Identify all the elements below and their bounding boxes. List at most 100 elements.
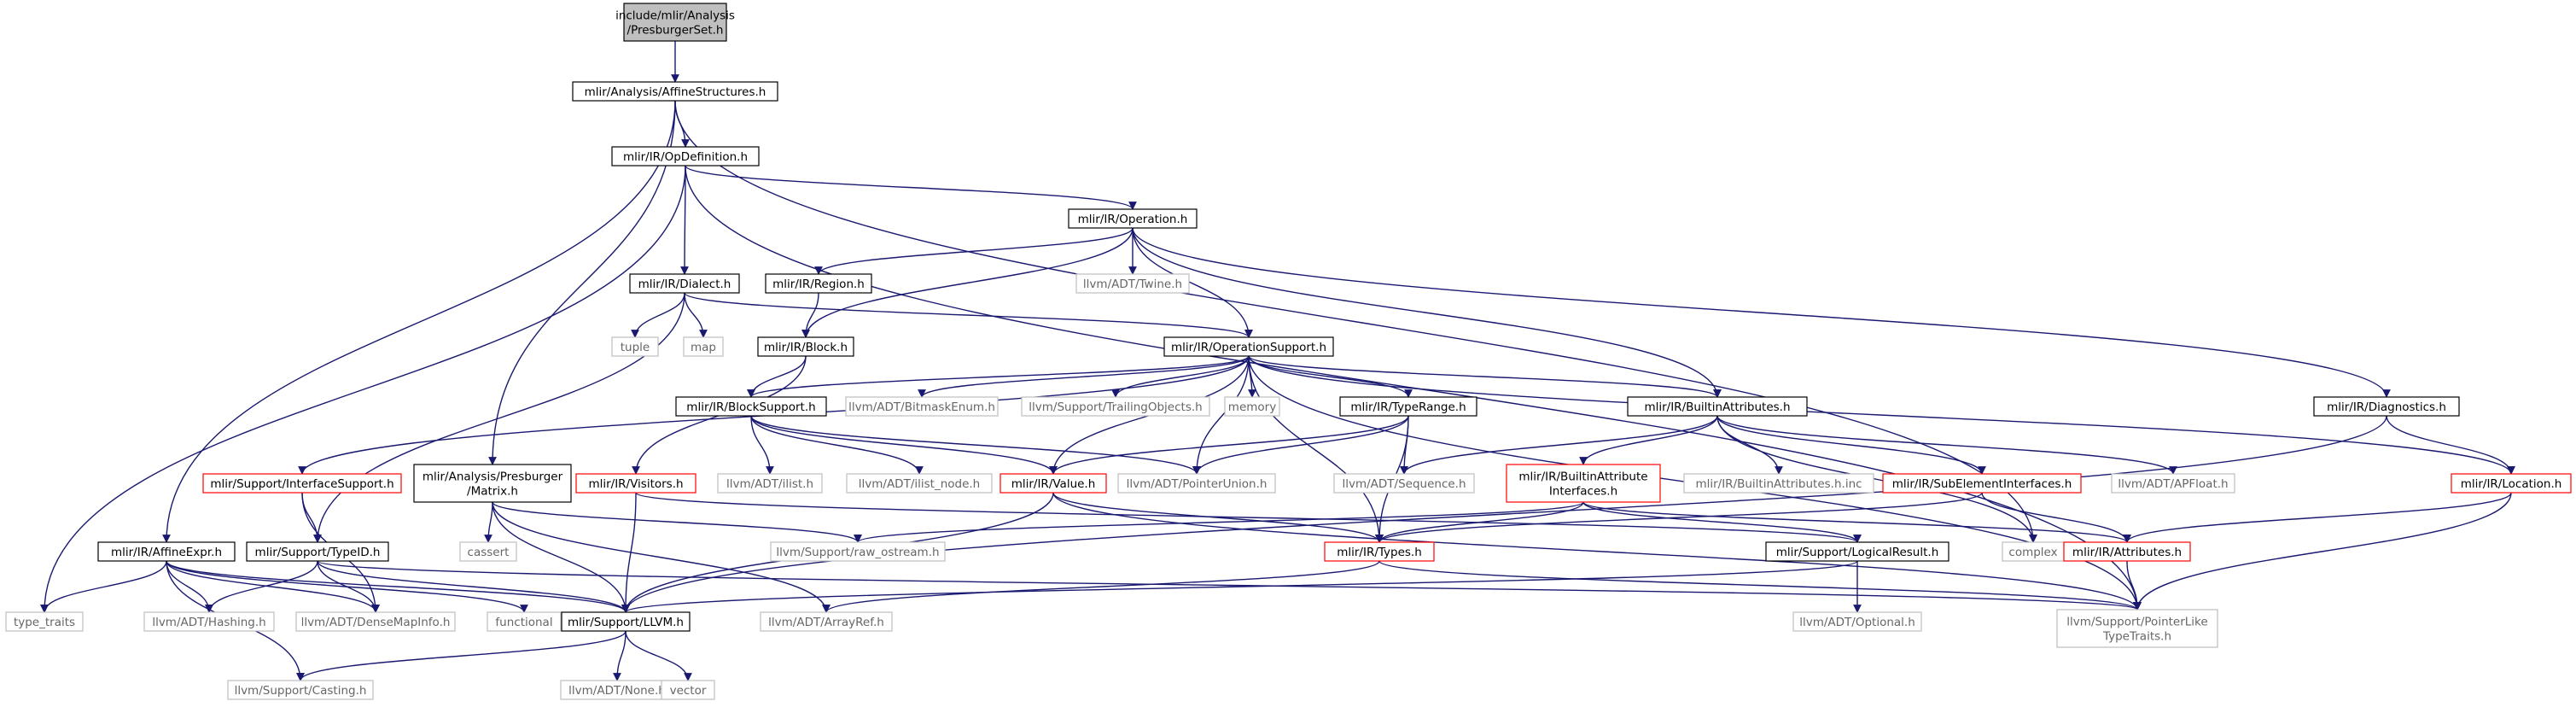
node-matrix[interactable]: mlir/Analysis/Presburger/Matrix.h [413, 464, 572, 503]
node-label-subelementinterfaces: mlir/IR/SubElementInterfaces.h [1892, 477, 2072, 491]
node-blocksupport[interactable]: mlir/IR/BlockSupport.h [675, 396, 827, 417]
edge-builtinattrinterfaces-to-rawostream [854, 501, 1584, 543]
edge-location-to-pointerliketypetraits [2133, 492, 2512, 611]
node-affinestructures[interactable]: mlir/Analysis/AffineStructures.h [572, 81, 778, 102]
node-block[interactable]: mlir/IR/Block.h [757, 336, 854, 357]
node-label-ilist: llvm/ADT/ilist.h [726, 477, 813, 491]
node-presburgerset[interactable]: include/mlir/Analysis/PresburgerSet.h [615, 3, 735, 42]
node-functional[interactable]: functional [487, 611, 562, 632]
node-optional[interactable]: llvm/ADT/Optional.h [1792, 611, 1922, 632]
node-builtinattrs[interactable]: mlir/IR/BuiltinAttributes.h [1627, 396, 1808, 417]
node-ilist[interactable]: llvm/ADT/ilist.h [717, 473, 823, 494]
node-densemapinfo[interactable]: llvm/ADT/DenseMapInfo.h [295, 611, 456, 632]
node-memory[interactable]: memory [1224, 396, 1280, 417]
node-ilistnode[interactable]: llvm/ADT/ilist_node.h [846, 473, 993, 494]
node-box-block [757, 336, 854, 357]
node-logicalresult[interactable]: mlir/Support/LogicalResult.h [1765, 541, 1949, 562]
node-cassert[interactable]: cassert [459, 541, 517, 562]
node-box-attributes [2063, 541, 2191, 562]
node-box-pointerliketypetraits [2056, 609, 2218, 648]
node-trailingobjects[interactable]: llvm/Support/TrailingObjects.h [1021, 396, 1210, 417]
node-casting[interactable]: llvm/Support/Casting.h [227, 680, 374, 700]
edge-builtinattrs-to-apfloat [1716, 415, 2177, 475]
node-operation[interactable]: mlir/IR/Operation.h [1068, 208, 1198, 229]
node-map[interactable]: map [683, 336, 724, 357]
node-label-bitmaskenum: llvm/ADT/BitmaskEnum.h [848, 400, 995, 414]
node-label-presburgerset: /PresburgerSet.h [627, 24, 724, 38]
node-types[interactable]: mlir/IR/Types.h [1324, 541, 1435, 562]
node-builtinattrsinc[interactable]: mlir/IR/BuiltinAttributes.h.inc [1683, 473, 1874, 494]
edge-dialect-to-tuple [631, 292, 685, 338]
node-label-presburgerset: include/mlir/Analysis [615, 9, 735, 23]
node-rawostream[interactable]: llvm/Support/raw_ostream.h [770, 541, 946, 562]
node-box-llvm [561, 611, 691, 632]
node-box-tuple [611, 336, 659, 357]
node-pointerunion[interactable]: llvm/ADT/PointerUnion.h [1117, 473, 1276, 494]
edge-affinestructures-to-matrix [488, 100, 676, 465]
edge-blocksupport-to-ilist [750, 415, 774, 475]
node-label-rawostream: llvm/Support/raw_ostream.h [776, 546, 939, 559]
node-vector[interactable]: vector [661, 680, 715, 700]
node-typerange[interactable]: mlir/IR/TypeRange.h [1339, 396, 1477, 417]
edge-opsupport-to-location [1248, 355, 2515, 475]
edge-attributes-to-pointerliketypetraits [2126, 560, 2142, 611]
node-tuple[interactable]: tuple [611, 336, 659, 357]
edge-opdefinition-to-operation [685, 165, 1137, 210]
node-dialect[interactable]: mlir/IR/Dialect.h [629, 273, 740, 294]
node-complex[interactable]: complex [2002, 541, 2065, 562]
node-visitors[interactable]: mlir/IR/Visitors.h [575, 473, 696, 494]
node-opsupport[interactable]: mlir/IR/OperationSupport.h [1163, 336, 1334, 357]
node-label-value: mlir/IR/Value.h [1011, 477, 1096, 491]
edge-affineexpr-to-densemapinfo [166, 560, 380, 613]
node-none[interactable]: llvm/ADT/None.h [560, 680, 674, 700]
edge-types-to-pointerliketypetraits [1378, 560, 2142, 611]
node-subelementinterfaces[interactable]: mlir/IR/SubElementInterfaces.h [1882, 473, 2082, 494]
node-box-dialect [629, 273, 740, 294]
node-attributes[interactable]: mlir/IR/Attributes.h [2063, 541, 2191, 562]
node-sequence[interactable]: llvm/ADT/Sequence.h [1333, 473, 1475, 494]
edge-matrix-to-cassert [484, 501, 493, 543]
node-box-cassert [459, 541, 517, 562]
node-opdefinition[interactable]: mlir/IR/OpDefinition.h [611, 146, 760, 167]
node-box-diagnostics [2313, 396, 2460, 417]
node-bitmaskenum[interactable]: llvm/ADT/BitmaskEnum.h [845, 396, 999, 417]
node-region[interactable]: mlir/IR/Region.h [765, 273, 872, 294]
edge-logicalresult-to-llvm [621, 560, 1858, 613]
edge-affineexpr-to-llvm [166, 560, 630, 613]
node-affineexpr[interactable]: mlir/IR/AffineExpr.h [97, 541, 236, 562]
node-typeid[interactable]: mlir/Support/TypeID.h [246, 541, 389, 562]
edge-typeid-to-densemapinfo [317, 560, 380, 613]
node-arrayref[interactable]: llvm/ADT/ArrayRef.h [760, 611, 893, 632]
node-label-sequence: llvm/ADT/Sequence.h [1342, 477, 1466, 491]
node-hashing[interactable]: llvm/ADT/Hashing.h [143, 611, 275, 632]
edge-builtinattrs-to-subelementinterfaces [1716, 415, 1986, 475]
node-box-rawostream [770, 541, 946, 562]
node-label-twine: llvm/ADT/Twine.h [1083, 278, 1182, 291]
node-interfacesupport[interactable]: mlir/Support/InterfaceSupport.h [202, 473, 402, 494]
node-label-types: mlir/IR/Types.h [1337, 546, 1422, 559]
edge-opsupport-to-types [1248, 355, 1384, 543]
node-box-opsupport [1163, 336, 1334, 357]
nodes-layer: include/mlir/Analysis/PresburgerSet.h mli… [5, 3, 2572, 700]
node-apfloat[interactable]: llvm/ADT/APFloat.h [2111, 473, 2235, 494]
edge-opsupport-to-bitmaskenum [918, 355, 1250, 398]
edge-dialect-to-opsupport [684, 292, 1253, 338]
edge-value-to-types [1052, 492, 1384, 543]
node-twine[interactable]: llvm/ADT/Twine.h [1075, 273, 1190, 294]
node-label-tuple: tuple [621, 341, 650, 354]
node-diagnostics[interactable]: mlir/IR/Diagnostics.h [2313, 396, 2460, 417]
node-label-arrayref: llvm/ADT/ArrayRef.h [768, 616, 884, 629]
edge-typeid-to-pointerliketypetraits [317, 560, 2142, 611]
node-box-presburgerset [623, 3, 727, 42]
node-llvm[interactable]: mlir/Support/LLVM.h [561, 611, 691, 632]
node-typetraits[interactable]: type_traits [5, 611, 84, 632]
node-value[interactable]: mlir/IR/Value.h [1000, 473, 1107, 494]
node-location[interactable]: mlir/IR/Location.h [2451, 473, 2572, 494]
node-label-memory: memory [1228, 400, 1276, 414]
edge-operation-to-builtinattrs [1132, 227, 1722, 398]
node-box-blocksupport [675, 396, 827, 417]
node-label-pointerliketypetraits: llvm/Support/PointerLike [2066, 616, 2207, 629]
